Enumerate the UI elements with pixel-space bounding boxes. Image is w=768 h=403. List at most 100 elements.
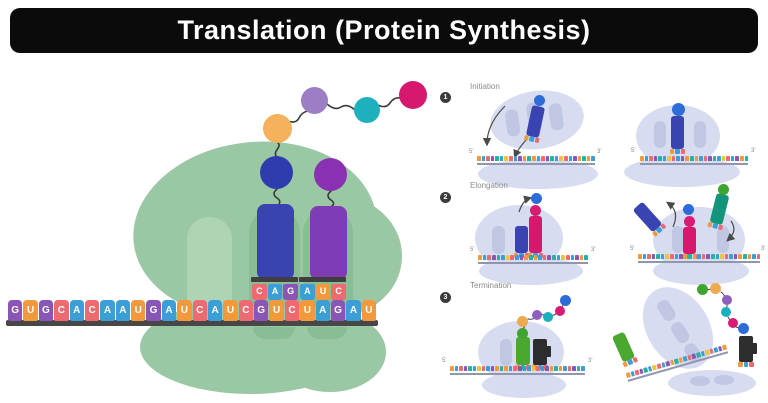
mrna-tooth xyxy=(640,156,644,161)
mrna-tooth xyxy=(733,254,738,259)
nucleotide-A: A xyxy=(161,300,177,321)
tip-segment xyxy=(749,362,755,367)
mrna-tooth xyxy=(527,366,531,371)
mrna-tooth xyxy=(563,156,568,161)
mrna-tooth xyxy=(482,255,487,260)
mrna-tooth xyxy=(679,254,683,259)
mrna-tooth xyxy=(477,156,481,161)
mrna-tooth xyxy=(536,366,540,371)
nucleotide-C: C xyxy=(252,284,267,300)
mrna-tooth xyxy=(729,254,733,259)
amino-acid-mini-blue xyxy=(683,204,694,215)
nucleotide-C: C xyxy=(238,300,253,321)
mrna-tooth xyxy=(450,366,454,371)
mrna-tooth xyxy=(724,254,729,259)
mrna-tooth xyxy=(742,254,747,259)
mrna-tooth xyxy=(568,156,573,161)
mrna-tooth xyxy=(538,255,542,260)
mrna-strand-mini xyxy=(477,156,596,165)
nucleotide-A: A xyxy=(346,300,361,321)
mrna-tooth xyxy=(740,156,744,161)
mrna-tooth xyxy=(688,254,692,259)
chain-aa-green xyxy=(697,284,708,295)
mrna-tooth xyxy=(486,366,490,371)
nucleotide-A: A xyxy=(115,300,130,321)
p-site-trna-mini xyxy=(514,226,529,258)
nucleotide-A: A xyxy=(100,300,115,321)
mrna-tooth xyxy=(667,156,671,161)
nucleotide-G: G xyxy=(38,300,54,321)
nucleotide-U: U xyxy=(131,300,146,321)
mrna-tooth xyxy=(579,255,584,260)
tip-segment xyxy=(670,149,675,154)
anticodon-tip xyxy=(651,223,667,237)
mrna-tooth xyxy=(463,366,468,371)
mrna-tooth xyxy=(522,366,527,371)
mrna-tooth xyxy=(638,254,642,259)
mrna-tooth xyxy=(524,255,528,260)
tip-segment xyxy=(534,137,540,144)
mrna-tooth xyxy=(527,156,531,161)
mrna-tooth xyxy=(454,366,459,371)
mrna-tooth xyxy=(499,156,504,161)
mrna-tooth xyxy=(567,366,572,371)
methionine-circle xyxy=(534,95,545,106)
mrna-tooth xyxy=(477,366,481,371)
mrna-tooth xyxy=(487,255,491,260)
mrna-tooth xyxy=(559,156,563,161)
released-trna xyxy=(611,331,639,368)
mrna-tooth xyxy=(563,366,567,371)
mrna-tooth xyxy=(510,255,514,260)
nucleotide-C: C xyxy=(331,284,347,300)
incoming-trna xyxy=(707,192,730,231)
tip-segment xyxy=(515,365,520,370)
chain-aa-purple xyxy=(532,310,542,320)
mrna-tooth xyxy=(658,156,662,161)
mrna-tooth xyxy=(501,255,505,260)
released-mrna-strand xyxy=(625,344,729,382)
mrna-tooth xyxy=(481,366,486,371)
nucleotide-U: U xyxy=(23,300,38,321)
mrna-tooth xyxy=(549,366,554,371)
mrna-tooth xyxy=(581,366,585,371)
mrna-tooth xyxy=(653,156,658,161)
mrna-tooth xyxy=(459,366,463,371)
mrna-tooth xyxy=(582,156,586,161)
anticodon-tip xyxy=(738,362,755,367)
p-site-trna-mini xyxy=(515,337,532,370)
mrna-tooth xyxy=(680,156,685,161)
tip-segment xyxy=(717,224,724,231)
methionine-circle xyxy=(672,103,685,116)
mrna-tooth xyxy=(513,156,518,161)
mrna-tooth xyxy=(717,156,721,161)
trna-a-site xyxy=(310,206,347,280)
mrna-strand-mini xyxy=(450,366,585,375)
chain-aa-orange xyxy=(517,316,528,327)
mrna-tooth xyxy=(504,156,509,161)
mrna-tooth xyxy=(665,360,671,367)
mrna-tooth xyxy=(584,255,588,260)
mrna-tooth xyxy=(586,156,591,161)
chain-aa-blue xyxy=(560,295,571,306)
ribosome-tunnel-arch xyxy=(187,217,232,305)
mrna-tooth xyxy=(490,366,495,371)
mrna-tooth xyxy=(495,366,499,371)
mrna-tooth xyxy=(694,156,699,161)
anticodon-tip xyxy=(523,135,540,144)
mrna-tooth xyxy=(674,254,679,259)
five-prime-label: 5' xyxy=(630,246,635,252)
mrna-tooth xyxy=(706,254,710,259)
nucleotide-A: A xyxy=(69,300,84,321)
mrna-tooth xyxy=(565,255,570,260)
mrna-tooth xyxy=(715,254,720,259)
mrna-tooth xyxy=(490,156,495,161)
chain-aa-blue xyxy=(738,323,749,334)
three-prime-label: 3' xyxy=(761,246,766,252)
mrna-tooth xyxy=(570,255,575,260)
mrna-tooth xyxy=(518,156,522,161)
nucleotide-U: U xyxy=(177,300,192,321)
